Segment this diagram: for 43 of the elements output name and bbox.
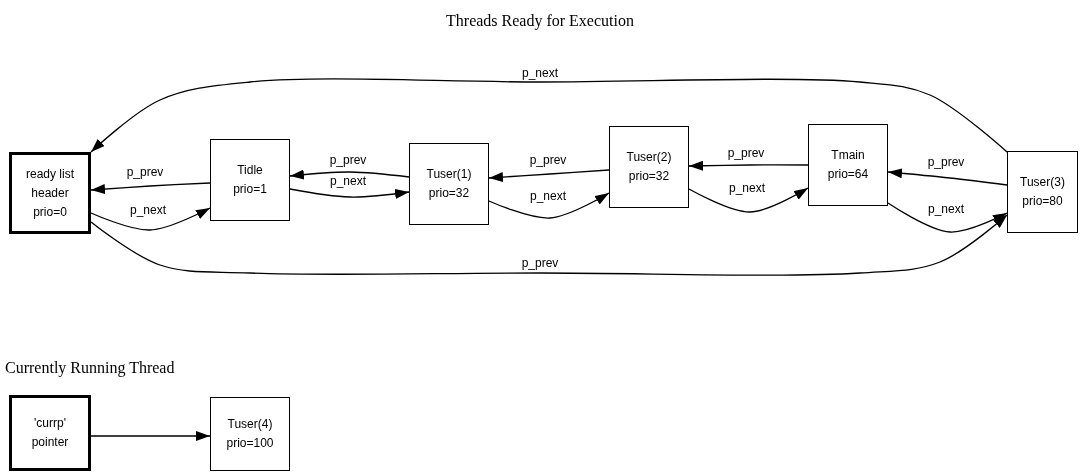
node-label: 'currp' pointer xyxy=(30,415,70,451)
node-label: prio=32 xyxy=(427,185,471,202)
arrow xyxy=(289,188,410,199)
edge-label: p_next xyxy=(927,202,965,216)
arrow xyxy=(90,182,211,194)
thread-box xyxy=(210,139,290,221)
arrow xyxy=(90,207,211,231)
edge-label: p_next xyxy=(728,181,766,195)
node-label: Tidle xyxy=(236,162,264,179)
node-label: Tmain xyxy=(830,147,866,164)
node-label: Tuser(3) xyxy=(1019,174,1066,191)
edge-label: p_next xyxy=(529,189,567,203)
arrow xyxy=(488,192,610,219)
thread-box xyxy=(1007,151,1078,233)
arrow xyxy=(887,202,1008,233)
arrow xyxy=(90,431,211,441)
section-heading: Currently Running Thread xyxy=(5,359,175,377)
node-label: prio=0 xyxy=(32,203,68,221)
arrow xyxy=(488,169,610,183)
node-label: Tuser(2) xyxy=(625,149,673,166)
edge-label: p_next xyxy=(129,203,167,217)
edge-label: p_next xyxy=(329,174,367,188)
node-label: prio=32 xyxy=(627,168,671,185)
arrow xyxy=(887,168,1008,186)
diagram-title: Threads Ready for Execution xyxy=(446,12,634,30)
node-label: Tuser(1) xyxy=(425,166,473,183)
thread-box xyxy=(409,143,489,225)
node-label: prio=100 xyxy=(225,435,275,452)
node-label: prio=1 xyxy=(232,181,268,198)
thread-box xyxy=(9,152,91,234)
node-label: Tuser(4) xyxy=(226,416,274,433)
thread-box xyxy=(609,126,689,208)
arrow xyxy=(688,187,809,213)
thread-box xyxy=(9,395,91,471)
edge-label: p_next xyxy=(521,66,559,80)
node-label: prio=80 xyxy=(1021,193,1064,210)
arrow xyxy=(289,169,410,180)
arrow xyxy=(90,78,1008,153)
thread-box xyxy=(210,397,290,471)
thread-box xyxy=(808,124,888,206)
node-label: prio=64 xyxy=(826,166,870,183)
arrow xyxy=(90,214,1008,276)
arrow xyxy=(688,160,809,171)
